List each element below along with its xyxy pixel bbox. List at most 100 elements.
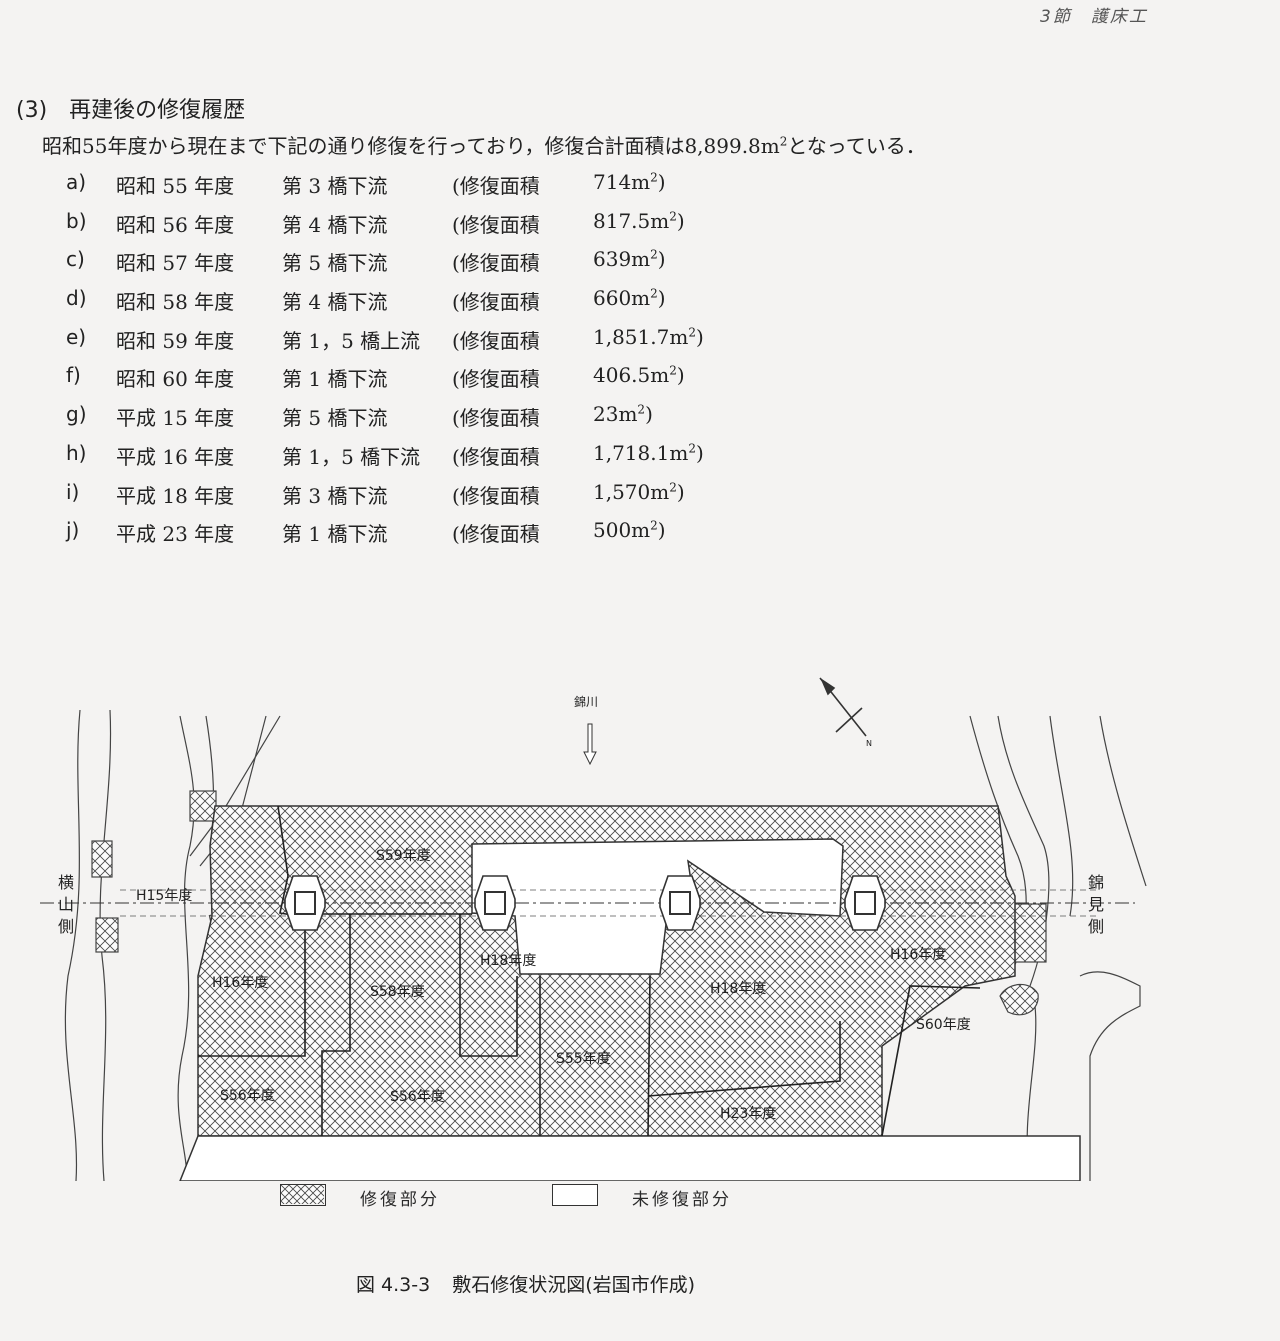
item-location: 第 1，5 橋上流 xyxy=(282,328,421,353)
zone-label-h16-right: H16年度 xyxy=(890,947,946,963)
area-close: ) xyxy=(657,286,666,311)
item-letter: i) xyxy=(66,479,80,504)
left-side-label-1: 横 xyxy=(58,873,74,892)
area-sup: 2 xyxy=(650,286,658,301)
area-value: 23m xyxy=(593,402,638,427)
item-area: 1,851.7m2) xyxy=(593,325,704,349)
item-location: 第 3 橋下流 xyxy=(282,174,388,198)
area-close: ) xyxy=(695,324,704,349)
area-close: ) xyxy=(657,518,666,543)
item-letter: e) xyxy=(66,324,87,349)
area-close: ) xyxy=(645,402,653,427)
item-label: (修復面積 xyxy=(452,290,540,315)
zone-label-s56-right: S56年度 xyxy=(390,1089,445,1105)
section-title: 再建後の修復履歴 xyxy=(69,98,246,123)
item-area: 500m2) xyxy=(593,518,666,542)
legend-unrepaired-swatch xyxy=(552,1184,598,1206)
north-arrow-icon xyxy=(819,677,867,737)
item-area: 1,718.1m2) xyxy=(593,441,704,465)
item-location: 第 5 橋下流 xyxy=(282,406,388,431)
area-value: 817.5m xyxy=(593,208,670,233)
zone-boundaries xyxy=(198,805,981,1137)
item-letter: c) xyxy=(66,247,85,272)
item-label: (修復面積 xyxy=(452,406,540,431)
item-label: (修復面積 xyxy=(452,444,540,469)
bridge-pier-2 xyxy=(474,875,516,931)
item-letter: j) xyxy=(66,518,80,543)
item-label: (修復面積 xyxy=(452,367,540,392)
legend-unrepaired-label: 未修復部分 xyxy=(632,1190,732,1210)
zone-label-s60: S60年度 xyxy=(916,1017,971,1033)
area-value: 639m xyxy=(593,247,651,272)
zone-label-s55: S55年度 xyxy=(556,1051,611,1067)
item-location: 第 3 橋下流 xyxy=(282,483,388,508)
area-value: 660m xyxy=(593,286,651,311)
legend: 修復部分 未修復部分 xyxy=(280,1184,780,1214)
figure-number: 図 4.3-3 xyxy=(356,1274,431,1296)
item-area: 660m2) xyxy=(593,286,666,310)
intro-paragraph: 昭和55年度から現在まで下記の通り修復を行っており，修復合計面積は8,899.8… xyxy=(42,130,926,159)
right-side-label-2: 見 xyxy=(1088,895,1104,914)
item-area: 1,570m2) xyxy=(593,480,685,504)
north-label: N xyxy=(866,739,872,748)
area-value: 1,718.1m xyxy=(593,440,689,465)
intro-tail: となっている． xyxy=(787,134,926,158)
figure-title: 敷石修復状況図(岩国市作成) xyxy=(452,1274,696,1296)
zone-label-h23: H23年度 xyxy=(720,1106,776,1122)
area-sup: 2 xyxy=(650,170,658,185)
item-label: (修復面積 xyxy=(452,522,540,547)
item-year: 昭和 57 年度 xyxy=(116,251,235,276)
area-value: 500m xyxy=(593,518,651,543)
zone-label-h15: H15年度 xyxy=(136,888,192,904)
area-sup: 2 xyxy=(669,363,677,378)
item-location: 第 5 橋下流 xyxy=(282,251,388,276)
item-year: 平成 23 年度 xyxy=(116,522,235,547)
intro-sup: 2 xyxy=(779,134,788,149)
repair-status-diagram: 錦川 N 横 山 側 錦 見 側 S59年度 H15年度 H16年度 S58年度… xyxy=(40,677,1147,1181)
area-close: ) xyxy=(657,247,666,272)
area-sup: 2 xyxy=(688,325,696,340)
item-letter: h) xyxy=(66,440,87,465)
legend-repaired-swatch xyxy=(280,1184,326,1206)
intro-text: 昭和55年度から現在まで下記の通り修復を行っており，修復合計面積は8,899.8… xyxy=(42,134,780,158)
area-sup: 2 xyxy=(650,247,658,262)
item-label: (修復面積 xyxy=(452,483,540,508)
area-sup: 2 xyxy=(669,479,677,494)
area-close: ) xyxy=(695,440,704,465)
repaired-zones xyxy=(179,805,1081,1181)
item-area: 406.5m2) xyxy=(593,363,685,387)
item-location: 第 4 橋下流 xyxy=(282,212,388,237)
item-year: 平成 16 年度 xyxy=(116,444,235,469)
bridge-pier-1 xyxy=(284,875,326,931)
area-close: ) xyxy=(676,363,685,388)
zone-label-s58: S58年度 xyxy=(370,984,425,1000)
item-year: 平成 18 年度 xyxy=(116,483,235,508)
item-area: 714m2) xyxy=(593,170,666,194)
area-close: ) xyxy=(657,170,666,194)
left-side-label-2: 山 xyxy=(58,895,74,914)
area-close: ) xyxy=(676,479,685,504)
right-side-label-3: 側 xyxy=(1088,917,1104,936)
item-label: (修復面積 xyxy=(452,212,540,237)
item-area: 817.5m2) xyxy=(593,209,685,233)
zone-unrepaired-bottom xyxy=(179,1135,1081,1181)
item-location: 第 1，5 橋下流 xyxy=(282,444,421,469)
figure-caption: 図 4.3-3 敷石修復状況図(岩国市作成) xyxy=(356,1270,695,1297)
item-year: 昭和 60 年度 xyxy=(116,367,235,392)
zone-label-s59: S59年度 xyxy=(376,848,431,864)
item-area: 639m2) xyxy=(593,247,666,271)
item-year: 昭和 56 年度 xyxy=(116,212,235,237)
area-value: 714m xyxy=(593,170,651,194)
zone-label-h18-left: H18年度 xyxy=(480,953,536,969)
item-area: 23m2) xyxy=(593,402,653,426)
left-side-label-3: 側 xyxy=(58,917,74,936)
item-year: 昭和 59 年度 xyxy=(116,328,235,353)
zone-label-h16-left: H16年度 xyxy=(212,975,268,991)
area-value: 406.5m xyxy=(593,363,670,388)
area-close: ) xyxy=(676,208,685,233)
area-sup: 2 xyxy=(669,209,677,224)
section-heading: (3)再建後の修復履歴 xyxy=(16,92,245,124)
bridge-pier-3 xyxy=(659,875,701,931)
zone-label-s56-left: S56年度 xyxy=(220,1088,275,1104)
legend-repaired-label: 修復部分 xyxy=(360,1190,440,1210)
